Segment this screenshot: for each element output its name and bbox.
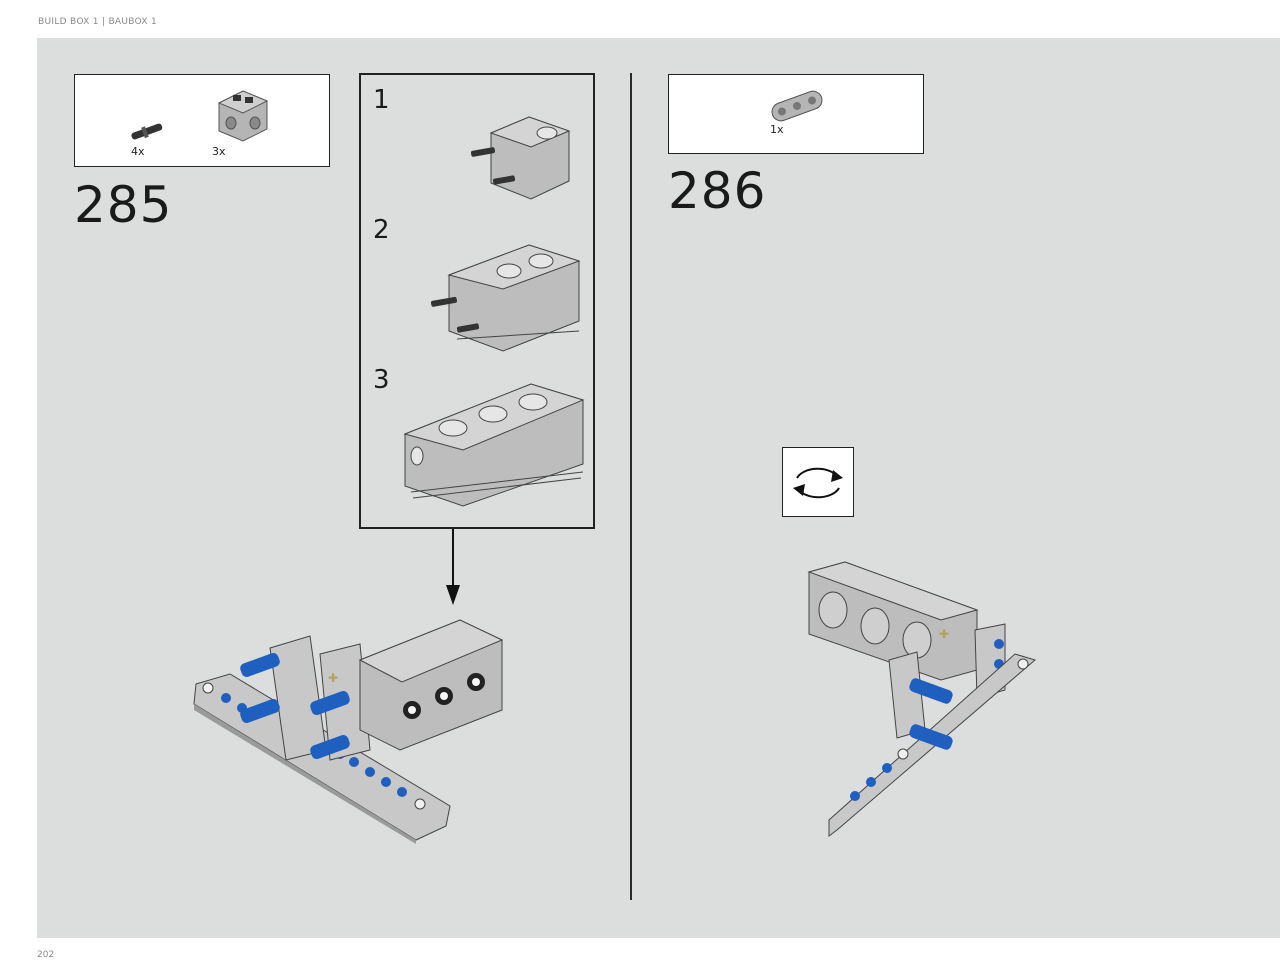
rotate-model-icon [793, 467, 843, 499]
instruction-page [37, 38, 1280, 938]
engine-block-part-icon [217, 90, 269, 142]
page-header: BUILD BOX 1 | BAUBOX 1 [38, 17, 158, 27]
substep-number-1: 1 [373, 85, 390, 115]
beam-part-icon [771, 90, 823, 122]
parts-list-285: 4x 3x [74, 74, 330, 167]
parts-qty-engine-block: 3x [212, 145, 226, 158]
substep-2-illustration [430, 244, 581, 352]
substep-3-illustration [403, 383, 585, 507]
svg-text:✚: ✚ [939, 627, 949, 641]
step-divider [630, 73, 632, 900]
svg-text:✚: ✚ [328, 671, 338, 685]
rotate-model-box [782, 447, 854, 517]
parts-qty-pin: 4x [131, 145, 145, 158]
substep-number-3: 3 [373, 365, 390, 395]
substep-1-illustration [470, 116, 571, 200]
parts-qty-beam: 1x [770, 123, 784, 136]
page-number: 202 [37, 950, 55, 960]
parts-list-286: 1x [668, 74, 924, 154]
step-286-model-illustration: ✚ [807, 561, 1037, 837]
step-number-285: 285 [74, 176, 173, 234]
sub-assembly-box: 1 2 3 [359, 73, 595, 529]
step-number-286: 286 [668, 162, 767, 220]
substep-number-2: 2 [373, 215, 390, 245]
step-285-model-illustration: ✚ [193, 619, 504, 844]
insertion-arrow [446, 529, 460, 605]
pin-part-icon [131, 123, 163, 140]
